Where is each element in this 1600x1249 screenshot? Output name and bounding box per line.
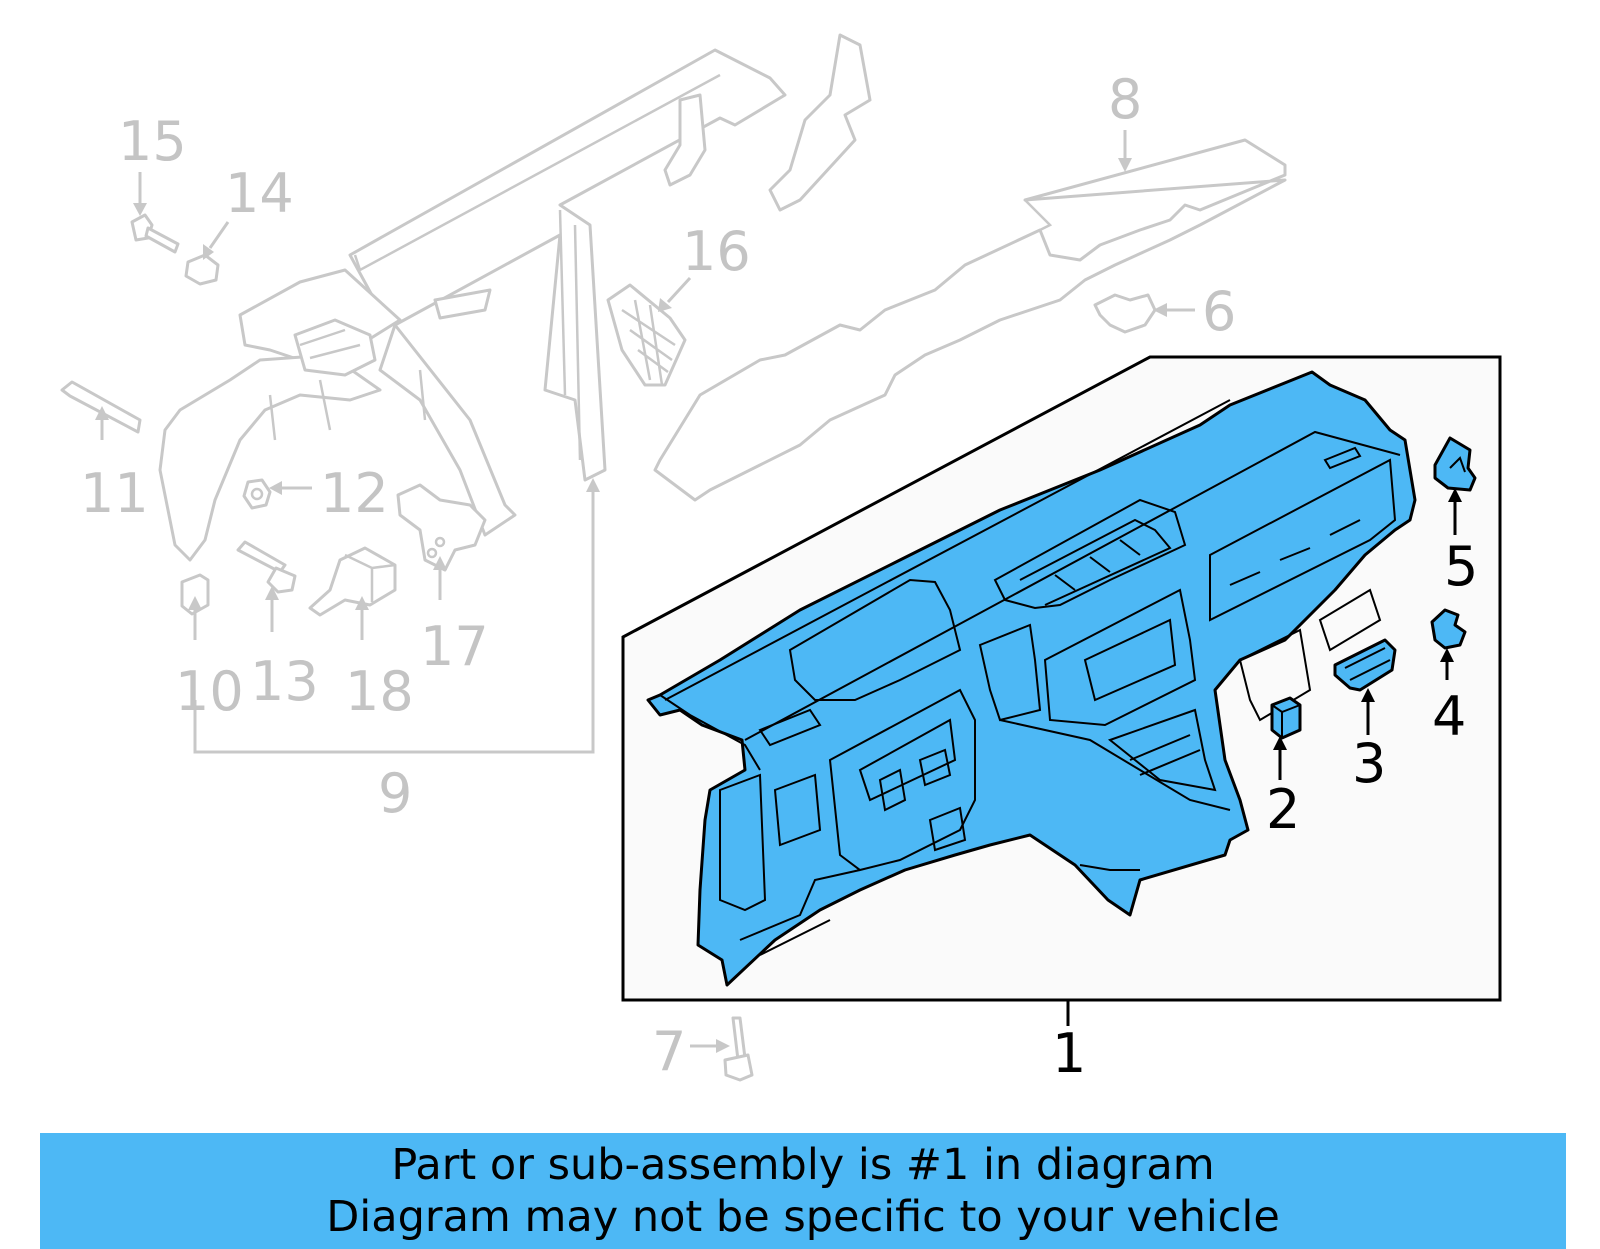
callout-17: 17 (420, 615, 489, 678)
cross-car-beam (158, 33, 872, 562)
notice-part-reference: Part or sub-assembly is #1 in diagram (391, 1140, 1215, 1190)
diagram-notice-banner: Part or sub-assembly is #1 in diagram Di… (40, 1133, 1566, 1249)
callout-6: 6 (1202, 280, 1236, 343)
nut-part-12 (242, 478, 272, 510)
callout-13: 13 (250, 650, 319, 713)
callout-14: 14 (225, 162, 294, 225)
callout-8: 8 (1108, 68, 1142, 131)
callout-7: 7 (652, 1020, 686, 1083)
rod-part-11 (60, 380, 142, 434)
bolt-part-13 (236, 540, 297, 594)
highlighted-part-callouts: 1 2 3 4 5 (1052, 535, 1478, 1085)
highlight-leader-lines (1273, 488, 1462, 780)
callout-1: 1 (1052, 1022, 1086, 1085)
clip-part-14 (184, 253, 220, 286)
callout-18: 18 (345, 660, 414, 723)
clip-part-4 (1430, 608, 1467, 650)
callout-11: 11 (80, 462, 149, 525)
clip-part-2 (1270, 696, 1302, 740)
callout-2: 2 (1266, 778, 1300, 841)
callout-12: 12 (320, 462, 389, 525)
callout-4: 4 (1432, 685, 1466, 748)
callout-10: 10 (175, 660, 244, 723)
callout-16: 16 (682, 220, 751, 283)
callout-9: 9 (378, 762, 412, 825)
context-part-callouts: 15 14 11 12 10 13 18 17 9 16 8 6 7 (80, 68, 1236, 1083)
bolt-part-15 (130, 213, 180, 254)
instrument-panel-part-1 (646, 370, 1417, 987)
notice-vehicle-disclaimer: Diagram may not be specific to your vehi… (326, 1192, 1280, 1242)
bracket-part-5 (1433, 436, 1477, 492)
module-part-18 (308, 546, 397, 617)
upper-panel-part-8 (653, 138, 1287, 502)
clip-part-6 (1093, 293, 1157, 334)
screw-part-7 (723, 1016, 754, 1082)
vent-part-16 (606, 283, 687, 387)
bracket-part-3 (1333, 638, 1397, 692)
callout-5: 5 (1444, 535, 1478, 598)
bracket-part-17 (396, 483, 487, 572)
clip-part-10 (180, 573, 210, 616)
callout-3: 3 (1352, 732, 1386, 795)
callout-15: 15 (118, 110, 187, 173)
grey-leader-lines (95, 130, 1195, 1053)
